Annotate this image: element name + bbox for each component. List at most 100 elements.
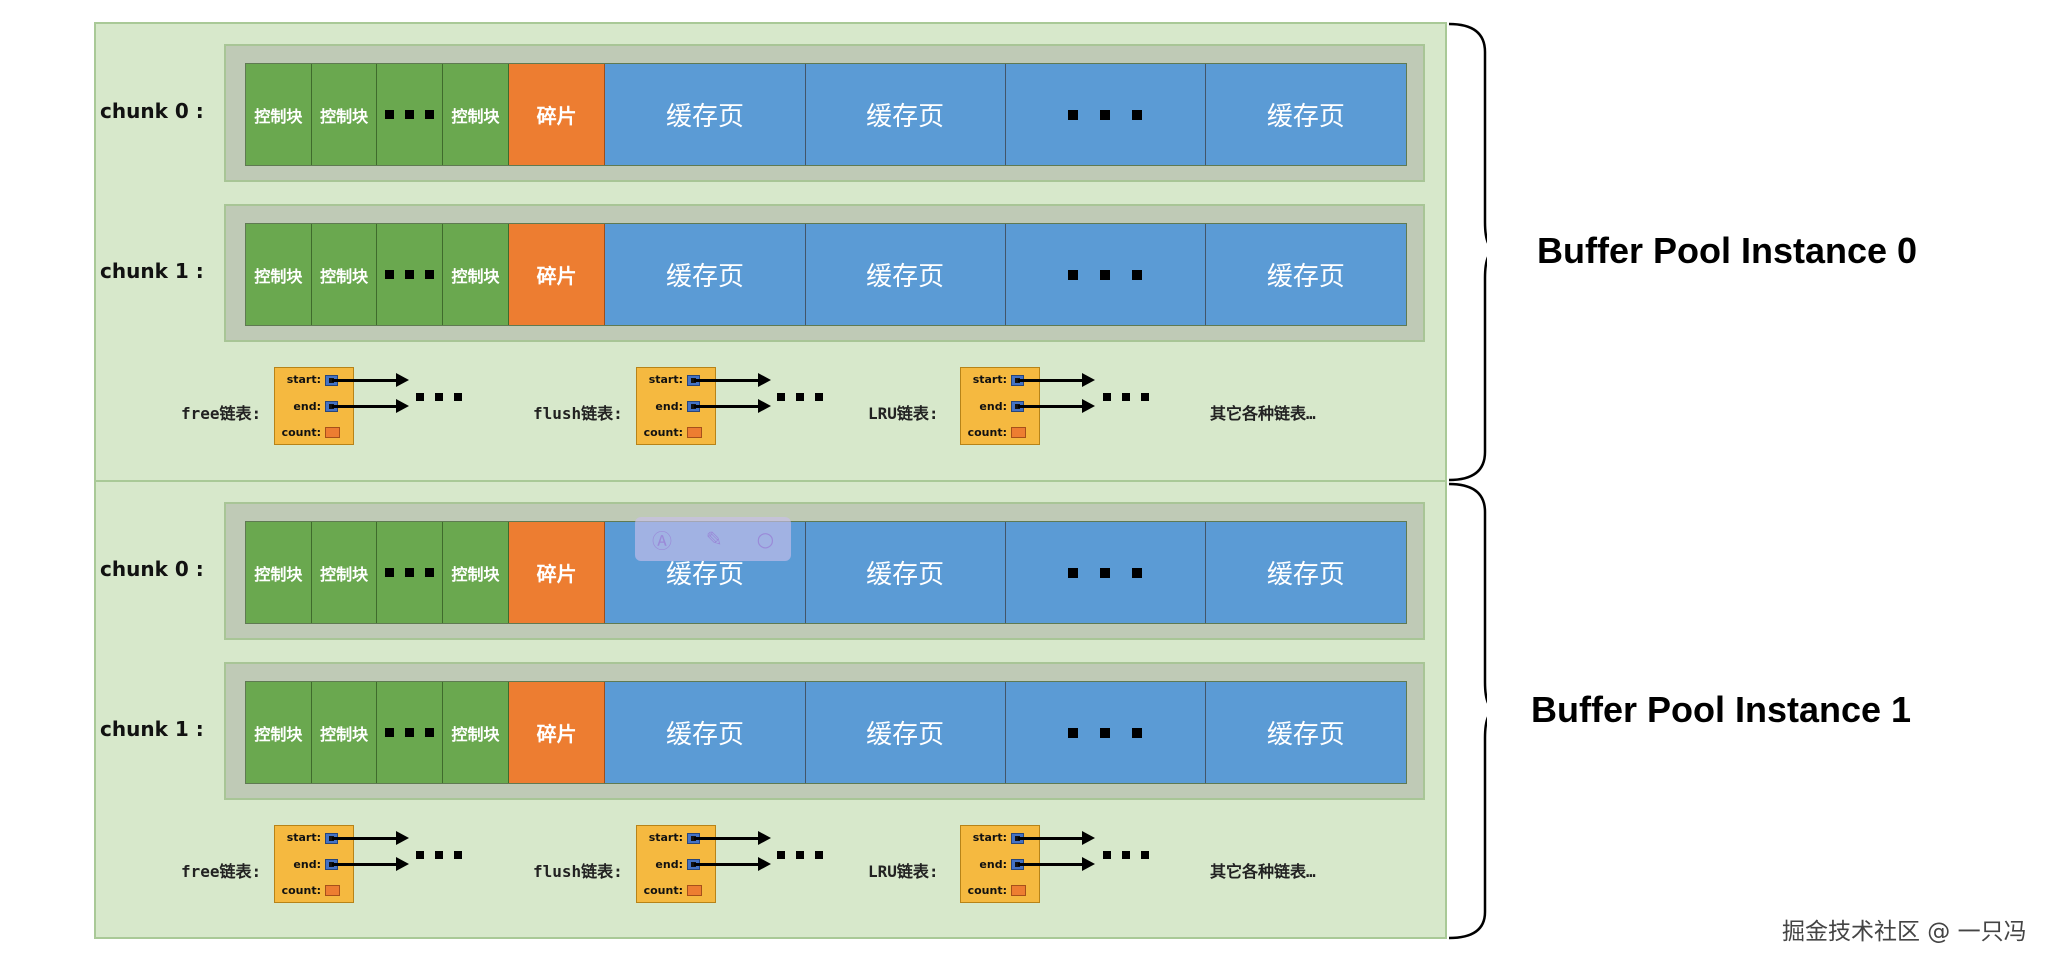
count-label: count: bbox=[281, 426, 321, 439]
end-label: end: bbox=[979, 400, 1007, 413]
control-block: 控制块 bbox=[443, 522, 509, 623]
cache-page: 缓存页 bbox=[1205, 64, 1406, 165]
count-value bbox=[325, 427, 340, 438]
chunk-label: chunk 1 : bbox=[100, 259, 204, 283]
chunk: 控制块 控制块 控制块 碎片 缓存页 缓存页 缓存页 bbox=[224, 204, 1425, 342]
start-label: start: bbox=[972, 373, 1007, 386]
free-list-node: start: end: count: bbox=[274, 825, 409, 903]
arrow-icon bbox=[694, 399, 771, 413]
ai-icon[interactable]: Ⓐ bbox=[651, 528, 672, 553]
arrow-icon bbox=[332, 373, 409, 387]
ellipsis-icon bbox=[1005, 64, 1206, 165]
brace-instance-1 bbox=[1448, 482, 1487, 940]
lru-list-node: start: end: count: bbox=[960, 825, 1095, 903]
ellipsis-icon bbox=[377, 522, 444, 623]
control-block: 控制块 bbox=[246, 224, 312, 325]
control-block: 控制块 bbox=[246, 64, 312, 165]
end-label: end: bbox=[293, 858, 321, 871]
ellipsis-icon bbox=[416, 393, 462, 401]
cache-page: 缓存页 bbox=[1205, 522, 1406, 623]
control-block: 控制块 bbox=[246, 682, 312, 783]
instance-0-title: Buffer Pool Instance 0 bbox=[1537, 230, 1918, 271]
search-icon[interactable]: ○ bbox=[756, 527, 775, 551]
count-label: count: bbox=[643, 884, 683, 897]
arrow-icon bbox=[1018, 373, 1095, 387]
arrow-icon bbox=[1018, 399, 1095, 413]
control-block: 控制块 bbox=[311, 224, 378, 325]
chunk-label: chunk 1 : bbox=[100, 717, 204, 741]
lru-list-label: LRU链表: bbox=[868, 404, 939, 423]
arrow-icon bbox=[694, 831, 771, 845]
lru-list-node: start: end: count: bbox=[960, 367, 1095, 445]
chunk-label: chunk 0 : bbox=[100, 99, 204, 123]
cache-page: 缓存页 bbox=[605, 682, 806, 783]
fragment-block: 碎片 bbox=[508, 64, 606, 165]
start-label: start: bbox=[648, 831, 683, 844]
count-value bbox=[1011, 427, 1026, 438]
ellipsis-icon bbox=[1103, 393, 1149, 401]
start-label: start: bbox=[648, 373, 683, 386]
chunk-label: chunk 0 : bbox=[100, 557, 204, 581]
cache-page: 缓存页 bbox=[605, 224, 806, 325]
ellipsis-icon bbox=[377, 224, 444, 325]
free-list-label: free链表: bbox=[181, 862, 262, 881]
cache-page: 缓存页 bbox=[805, 682, 1006, 783]
cache-page: 缓存页 bbox=[1205, 682, 1406, 783]
end-label: end: bbox=[655, 400, 683, 413]
cache-page: 缓存页 bbox=[805, 64, 1006, 165]
floating-toolbar[interactable]: Ⓐ ✎ ○ bbox=[635, 517, 791, 561]
fragment-block: 碎片 bbox=[508, 224, 606, 325]
arrow-icon bbox=[694, 373, 771, 387]
other-lists-label: 其它各种链表… bbox=[1210, 862, 1316, 881]
ellipsis-icon bbox=[416, 851, 462, 859]
flush-list-node: start: end: count: bbox=[636, 367, 771, 445]
brace-instance-0 bbox=[1448, 22, 1487, 482]
chunk: 控制块 控制块 控制块 碎片 缓存页 缓存页 缓存页 bbox=[224, 44, 1425, 182]
buffer-pool-instance-1: chunk 0 : 控制块 控制块 控制块 碎片 缓存页 缓存页 缓存页 chu… bbox=[94, 480, 1447, 939]
control-block: 控制块 bbox=[443, 682, 509, 783]
ellipsis-icon bbox=[1005, 224, 1206, 325]
cache-page: 缓存页 bbox=[805, 224, 1006, 325]
control-block: 控制块 bbox=[311, 682, 378, 783]
chunk: 控制块 控制块 控制块 碎片 缓存页 缓存页 缓存页 bbox=[224, 662, 1425, 800]
magic-wand-icon[interactable]: ✎ bbox=[705, 527, 723, 551]
ellipsis-icon bbox=[1005, 522, 1206, 623]
count-value bbox=[1011, 885, 1026, 896]
ellipsis-icon bbox=[1103, 851, 1149, 859]
start-label: start: bbox=[972, 831, 1007, 844]
control-block: 控制块 bbox=[246, 522, 312, 623]
count-value bbox=[687, 427, 702, 438]
end-label: end: bbox=[979, 858, 1007, 871]
watermark: 掘金技术社区 @ 一只冯 bbox=[1782, 919, 2027, 945]
ellipsis-icon bbox=[777, 851, 823, 859]
count-value bbox=[325, 885, 340, 896]
ellipsis-icon bbox=[777, 393, 823, 401]
cache-page: 缓存页 bbox=[605, 64, 806, 165]
count-value bbox=[687, 885, 702, 896]
fragment-block: 碎片 bbox=[508, 682, 606, 783]
count-label: count: bbox=[281, 884, 321, 897]
cache-page: 缓存页 bbox=[805, 522, 1006, 623]
start-label: start: bbox=[286, 373, 321, 386]
free-list-label: free链表: bbox=[181, 404, 262, 423]
end-label: end: bbox=[655, 858, 683, 871]
arrow-icon bbox=[1018, 831, 1095, 845]
free-list-node: start: end: count: bbox=[274, 367, 409, 445]
control-block: 控制块 bbox=[443, 224, 509, 325]
arrow-icon bbox=[332, 831, 409, 845]
count-label: count: bbox=[643, 426, 683, 439]
control-block: 控制块 bbox=[311, 522, 378, 623]
flush-list-label: flush链表: bbox=[533, 862, 623, 881]
count-label: count: bbox=[967, 426, 1007, 439]
start-label: start: bbox=[286, 831, 321, 844]
control-block: 控制块 bbox=[311, 64, 378, 165]
ellipsis-icon bbox=[377, 682, 444, 783]
buffer-pool-instance-0: chunk 0 : 控制块 控制块 控制块 碎片 缓存页 缓存页 缓存页 chu… bbox=[94, 22, 1447, 482]
flush-list-label: flush链表: bbox=[533, 404, 623, 423]
arrow-icon bbox=[694, 857, 771, 871]
linked-lists-row: free链表: start: end: count: flush链表: star… bbox=[96, 825, 1445, 915]
other-lists-label: 其它各种链表… bbox=[1210, 404, 1316, 423]
ellipsis-icon bbox=[377, 64, 444, 165]
arrow-icon bbox=[332, 399, 409, 413]
instance-1-title: Buffer Pool Instance 1 bbox=[1531, 689, 1912, 730]
